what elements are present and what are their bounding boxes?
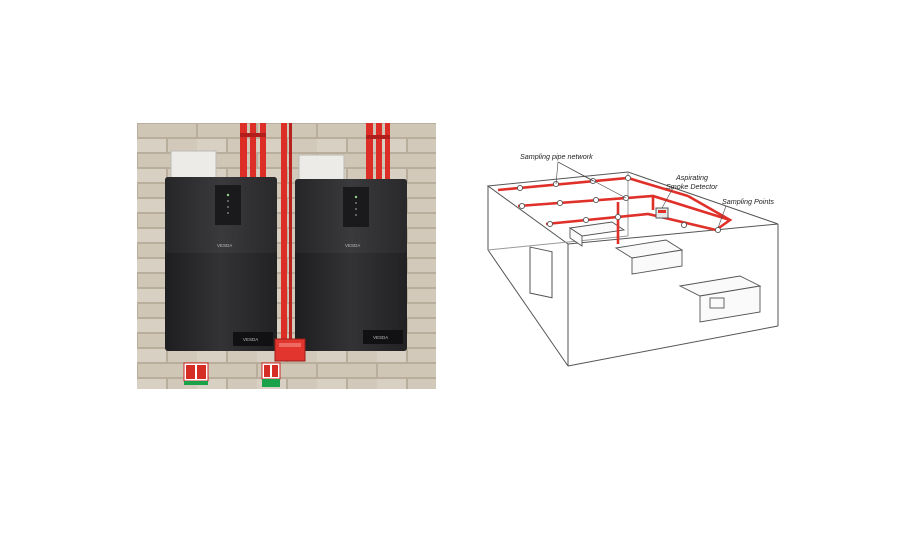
label-smoke-detector: Smoke Detector [666,182,718,191]
sampling-points [516,174,722,234]
detector-units-photo-art: VESDA VESDA VESDA VESDA [137,123,436,389]
detector-unit-right [295,179,407,351]
sampling-network-diagram: Sampling pipe network Aspirating Smoke D… [478,140,783,375]
label-aspirating: Aspirating [675,173,708,182]
desks [568,221,762,323]
fire-extinguisher-sign-icon [261,362,281,387]
sampling-network-diagram-art: Sampling pipe network Aspirating Smoke D… [486,152,779,367]
label-sampling-pipe-network: Sampling pipe network [520,152,593,161]
fire-extinguisher-sign-icon [183,362,209,385]
building-outline [486,171,779,367]
junction-box [274,338,306,362]
red-pipes [240,123,390,343]
unit-left-brand-lower: VESDA [243,337,258,342]
leader-lines [555,161,727,229]
detector-units-photo: VESDA VESDA VESDA VESDA [137,123,436,389]
unit-right-brand-upper: VESDA [345,243,360,248]
label-sampling-points: Sampling Points [722,197,774,206]
unit-right-brand-lower: VESDA [373,335,388,340]
label-card-left [170,150,217,180]
unit-left-brand-upper: VESDA [217,243,232,248]
label-card-right [298,154,345,181]
detector-unit-left [165,177,277,351]
aspirating-detector [655,207,669,219]
